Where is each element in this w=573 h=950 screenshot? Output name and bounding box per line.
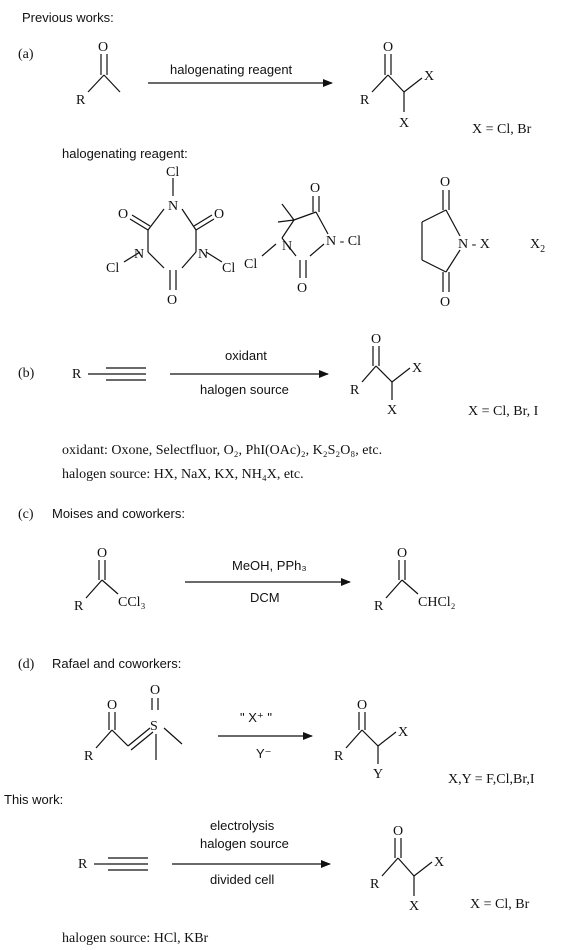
atom-r: R — [370, 877, 380, 892]
atom-r: R — [74, 599, 84, 614]
atom-n: N — [282, 239, 292, 254]
halogen-label-b: halogen source — [200, 382, 289, 397]
atom-s: S — [150, 719, 158, 734]
x-definition-a: X = Cl, Br — [472, 122, 532, 137]
atom-x: X — [398, 725, 408, 740]
label-c: (c) — [18, 507, 34, 522]
dihalo-ketone-e: O R X X — [370, 824, 444, 914]
atom-r: R — [360, 93, 370, 108]
tcca-structure: Cl N O O N N Cl Cl O — [106, 165, 235, 308]
alkyne-e: R — [78, 857, 148, 872]
previous-works-heading: Previous works: — [22, 10, 114, 25]
atom-o: O — [440, 295, 450, 310]
atom-o: O — [214, 207, 224, 222]
divided-cell-label: divided cell — [210, 872, 274, 887]
label-a: (a) — [18, 47, 34, 62]
x-definition-b: X = Cl, Br, I — [468, 404, 539, 419]
atom-o: O — [440, 175, 450, 190]
sulfoxonium-ylide-d: O R S O — [84, 683, 183, 764]
atom-r: R — [84, 749, 94, 764]
halogen-list-e: halogen source: HCl, KBr — [62, 931, 209, 946]
atom-o: O — [97, 546, 107, 561]
group-chcl2: CHCl₂ — [418, 595, 456, 610]
nucleophile-label-d: Y⁻ — [256, 746, 272, 761]
atom-o: O — [393, 824, 403, 839]
reagent-label-c: MeOH, PPh₃ — [232, 558, 307, 573]
atom-r: R — [72, 367, 82, 382]
title-d: Rafael and coworkers: — [52, 656, 181, 671]
halogen-list-b: halogen source: HX, NaX, KX, NH₄X, etc. — [62, 467, 304, 482]
atom-o: O — [107, 698, 117, 713]
atom-o: O — [118, 207, 128, 222]
label-b: (b) — [18, 366, 35, 381]
atom-o: O — [150, 683, 160, 698]
atom-o: O — [98, 40, 108, 55]
dcdmh-structure: O N - Cl N Cl O — [244, 181, 361, 296]
atom-cl: Cl — [244, 257, 257, 272]
title-c: Moises and coworkers: — [52, 506, 185, 521]
reagent-title-a: halogenating reagent: — [62, 146, 188, 161]
atom-cl: Cl — [222, 261, 235, 276]
xy-ketone-d: O R X Y — [334, 698, 408, 782]
alkyne-b: R — [72, 367, 146, 382]
label-d: (d) — [18, 657, 35, 672]
atom-o: O — [383, 40, 393, 55]
atom-x: X — [412, 361, 422, 376]
succinimide-structure: O N - X O — [421, 175, 490, 310]
solvent-label-c: DCM — [250, 590, 280, 605]
atom-cl: Cl — [106, 261, 119, 276]
dihalo-ketone-b: O R X X — [350, 332, 422, 418]
xy-definition-d: X,Y = F,Cl,Br,I — [448, 772, 535, 787]
atom-o: O — [310, 181, 320, 196]
atom-x: X — [434, 855, 444, 870]
atom-r: R — [350, 383, 360, 398]
atom-o: O — [357, 698, 367, 713]
atom-x: X — [409, 899, 419, 914]
trichloroketone-c: O R CCl₃ — [74, 546, 146, 614]
atom-r: R — [374, 599, 384, 614]
atom-cl: Cl — [166, 165, 179, 180]
atom-x: X — [399, 116, 409, 131]
x-definition-e: X = Cl, Br — [470, 897, 530, 912]
atom-o: O — [297, 281, 307, 296]
atom-r: R — [76, 93, 86, 108]
atom-y: Y — [373, 767, 383, 782]
dihalo-ketone-a: O R X X — [360, 40, 434, 131]
this-work-heading: This work: — [4, 792, 63, 807]
electrolysis-label: electrolysis — [210, 818, 275, 833]
electrophile-label-d: " X⁺ " — [240, 710, 272, 725]
atom-x: X — [387, 403, 397, 418]
atom-x: X — [424, 69, 434, 84]
atom-n-cl: N - Cl — [326, 234, 361, 249]
group-ccl3: CCl₃ — [118, 595, 146, 610]
atom-n: N — [134, 247, 144, 262]
atom-n: N — [198, 247, 208, 262]
halogen-source-label: halogen source — [200, 836, 289, 851]
atom-n: N — [168, 199, 178, 214]
oxidant-list-b: oxidant: Oxone, Selectfluor, O₂, PhI(OAc… — [62, 443, 382, 458]
atom-r: R — [334, 749, 344, 764]
atom-o: O — [371, 332, 381, 347]
atom-o: O — [397, 546, 407, 561]
dichloroketone-c: O R CHCl₂ — [374, 546, 456, 614]
atom-r: R — [78, 857, 88, 872]
atom-o: O — [167, 293, 177, 308]
methyl-ketone-a: O R — [76, 40, 121, 108]
reagent-label-a: halogenating reagent — [170, 62, 293, 77]
oxidant-label-b: oxidant — [225, 348, 267, 363]
x2-reagent: X2 — [530, 237, 545, 255]
atom-n-x: N - X — [458, 237, 490, 252]
